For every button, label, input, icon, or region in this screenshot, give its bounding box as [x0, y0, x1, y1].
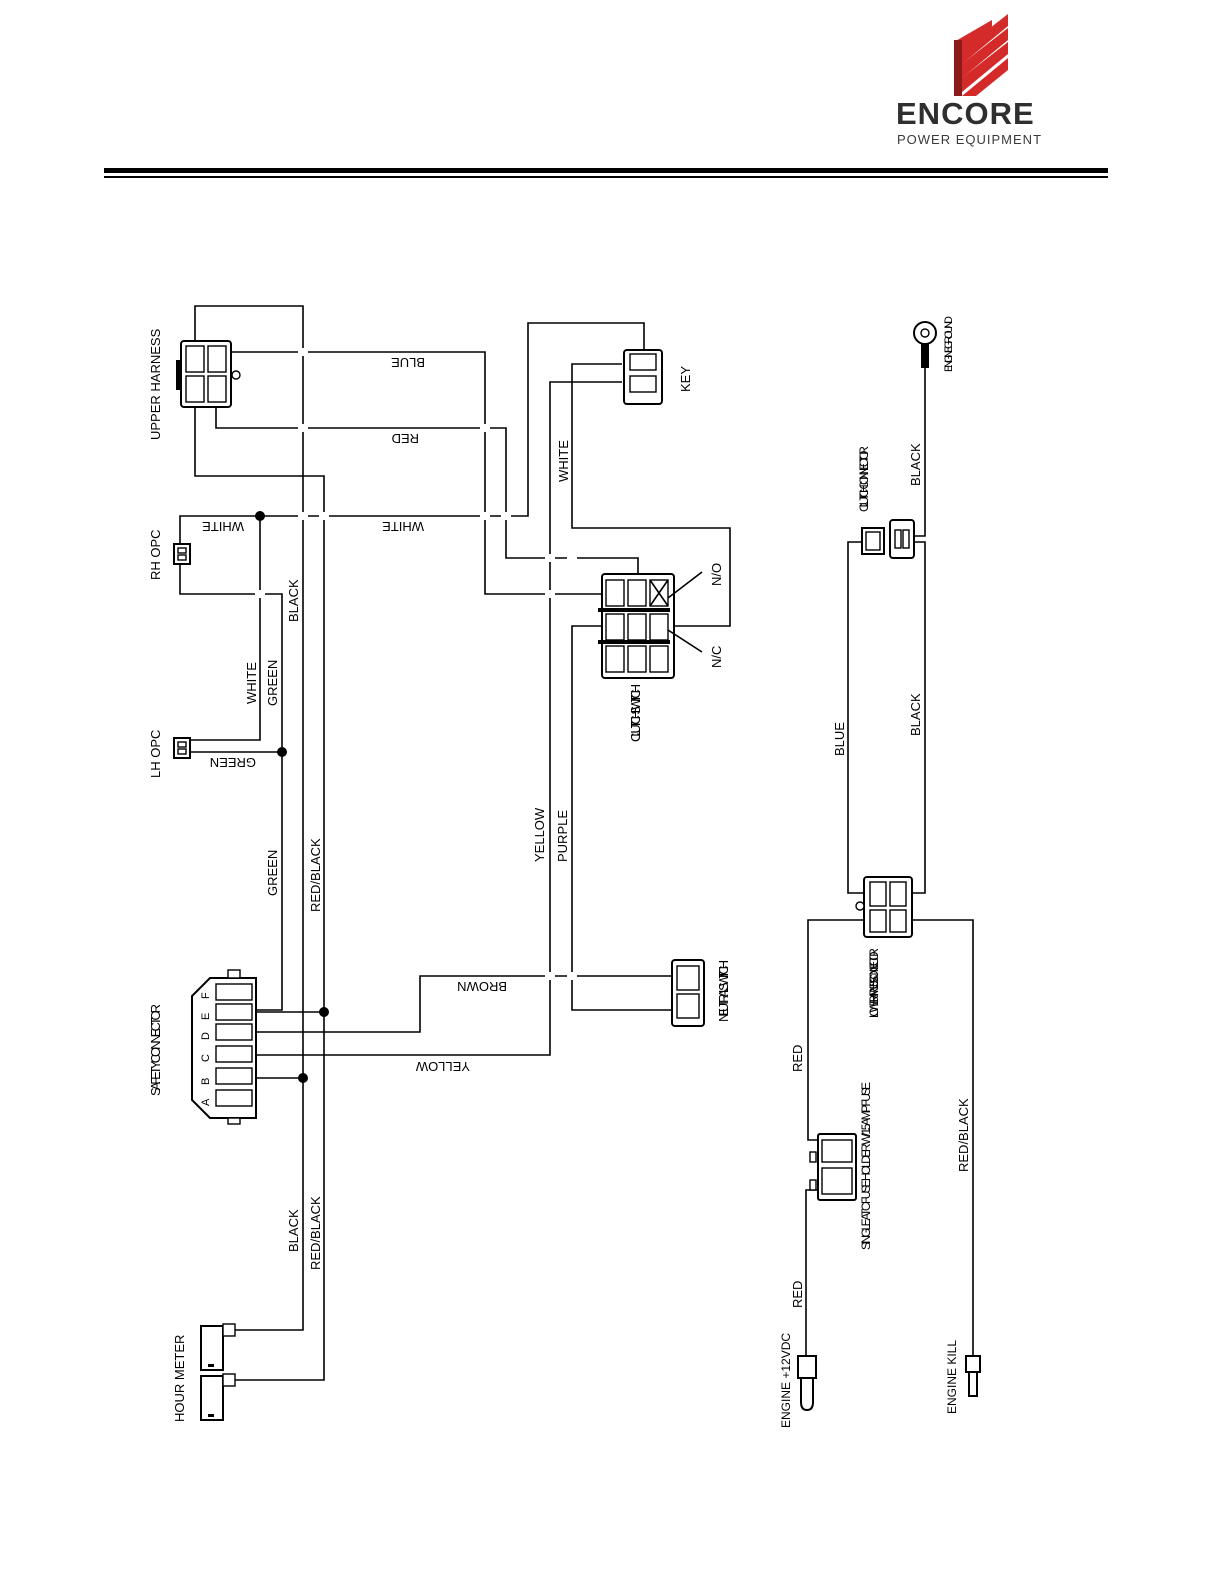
- wire-label-purple: PURPLE: [555, 810, 570, 862]
- brand-mark-stripe: [962, 58, 1008, 96]
- brand-mark-post: [954, 40, 962, 96]
- label-clutch-connector: CLUTCH CONNECTOR: [857, 446, 871, 512]
- wire-label-red-1: RED: [790, 1045, 805, 1072]
- wire-label-white-1: WHITE: [202, 519, 244, 534]
- wire-runs: [179, 305, 731, 1381]
- wire-red: [215, 400, 639, 580]
- wire-white-main: [179, 322, 645, 552]
- wire-label-black-lower: BLACK: [908, 693, 923, 736]
- brand-mark-stripe: [954, 42, 1008, 92]
- brand-tagline: POWER EQUIPMENT: [897, 132, 1043, 147]
- junction-dot: [255, 511, 265, 521]
- wire-ground-black: [912, 368, 926, 537]
- brand-logo: ENCORE POWER EQUIPMENT: [896, 10, 1086, 147]
- label-safety-line1: SAFETY CONNECTOR: [148, 1004, 163, 1096]
- clutch-connector: [861, 519, 915, 559]
- wire-label-yellow-v: YELLOW: [532, 807, 547, 862]
- wire-label-white-v: WHITE: [244, 662, 259, 704]
- engine-12vdc-terminal: [797, 1355, 817, 1412]
- wire-label-yellow-h: YELLOW: [415, 1059, 470, 1074]
- brand-mark: [954, 14, 1008, 96]
- wire-blue-lower: [847, 541, 866, 894]
- wire-label-black-ground: BLACK: [908, 443, 923, 486]
- wire-purple: [571, 625, 675, 1011]
- wire-label-red-black-kill: RED/BLACK: [956, 1098, 971, 1172]
- label-hour-meter: HOUR METER: [172, 1335, 187, 1422]
- label-lh-opc: LH OPC: [148, 730, 163, 778]
- hour-meter: [200, 1323, 236, 1421]
- label-upper-harness: UPPER HARNESS: [148, 328, 163, 440]
- label-neutral-switch: NEUTRAL SWITCH: [716, 960, 731, 1022]
- wire-red-black-kill: [910, 919, 974, 1356]
- wire-crossovers: [255, 348, 577, 980]
- wire-label-green-2: GREEN: [265, 850, 280, 896]
- label-no: N/O: [709, 563, 724, 586]
- wire-rh-opc-return: [179, 562, 283, 1011]
- wire-label-white-2: WHITE: [382, 519, 424, 534]
- engine-kill-terminal: [965, 1355, 981, 1397]
- brand-mark-stripe: [954, 28, 1008, 78]
- wire-label-red: RED: [392, 431, 419, 446]
- label-lower-harness: LOWER HARNESS CONNECTOR: [867, 948, 881, 1018]
- pin-c: C: [200, 1054, 212, 1062]
- header-rule-thin: [104, 176, 1108, 178]
- brand-mark-stripe: [954, 14, 1008, 64]
- wire-harness-lower: [194, 385, 325, 1381]
- wire-red-supply: [805, 1189, 818, 1356]
- wire-label-blue: BLUE: [391, 355, 425, 370]
- label-key: KEY: [678, 366, 693, 392]
- junction-dot: [298, 1073, 308, 1083]
- brand-mark-stripe: [954, 20, 992, 50]
- lh-opc-connector: [173, 737, 191, 759]
- wire-label-blue-lower: BLUE: [832, 722, 847, 756]
- wire-label-green-lh: GREEN: [210, 755, 256, 770]
- engine-ground-terminal: [913, 321, 937, 368]
- pin-b: B: [200, 1078, 212, 1085]
- wire-label-white-key: WHITE: [556, 440, 571, 482]
- junction-dot: [277, 747, 287, 757]
- wire-harness-loop: [194, 305, 304, 1331]
- label-engine-ground: ENGINE GROUND: [943, 316, 955, 372]
- wire-key-white: [571, 363, 731, 627]
- wire-label-black-2: BLACK: [286, 1209, 301, 1252]
- wire-label-green-v: GREEN: [265, 660, 280, 706]
- key-switch: [623, 349, 663, 405]
- pin-f: F: [200, 992, 212, 999]
- pin-d: D: [200, 1032, 212, 1040]
- label-rh-opc: RH OPC: [148, 529, 163, 580]
- wire-white-drop: [180, 516, 261, 741]
- junction-dots: [255, 511, 329, 1083]
- label-engine-kill: ENGINE KILL: [945, 1340, 959, 1414]
- lower-harness-connector: [855, 876, 913, 938]
- header-rule-thick: [104, 168, 1108, 173]
- right-harness-wires: [805, 368, 974, 1356]
- junction-dot: [319, 1007, 329, 1017]
- upper-harness-connector: [176, 340, 241, 408]
- wire-red-lower: [807, 919, 866, 1141]
- brand-name: ENCORE: [896, 96, 1035, 131]
- pin-a: A: [200, 1098, 212, 1106]
- label-nc: N/C: [709, 646, 724, 668]
- wire-black-lower: [910, 541, 926, 894]
- wire-blue: [230, 351, 604, 595]
- label-fuse-holder: SINGLE ATC FUSE HOLDER W/ 15 AMP FUSE: [859, 1082, 873, 1250]
- pin-e: E: [200, 1013, 212, 1020]
- wire-label-red-black-1: RED/BLACK: [308, 838, 323, 912]
- wire-label-red-black-2: RED/BLACK: [308, 1196, 323, 1270]
- label-engine-12vdc: ENGINE +12VDC: [779, 1333, 793, 1428]
- wire-label-black-1: BLACK: [286, 579, 301, 622]
- label-clutch-switch: CLUTCH SWITCH: [628, 684, 643, 742]
- safety-connector: [191, 969, 257, 1125]
- rh-opc-connector: [173, 543, 191, 565]
- wire-key-purple: [250, 381, 622, 1056]
- clutch-switch: [598, 571, 703, 679]
- fuse-holder: [809, 1133, 857, 1201]
- wire-label-brown: BROWN: [457, 979, 507, 994]
- component-labels: UPPER HARNESS RH OPC LH OPC SAFETY CONNE…: [148, 316, 959, 1428]
- neutral-switch: [671, 959, 705, 1027]
- wire-label-red-2: RED: [790, 1281, 805, 1308]
- wire-labels: BLUE RED WHITE WHITE GREEN BROWN YELLOW …: [202, 355, 971, 1308]
